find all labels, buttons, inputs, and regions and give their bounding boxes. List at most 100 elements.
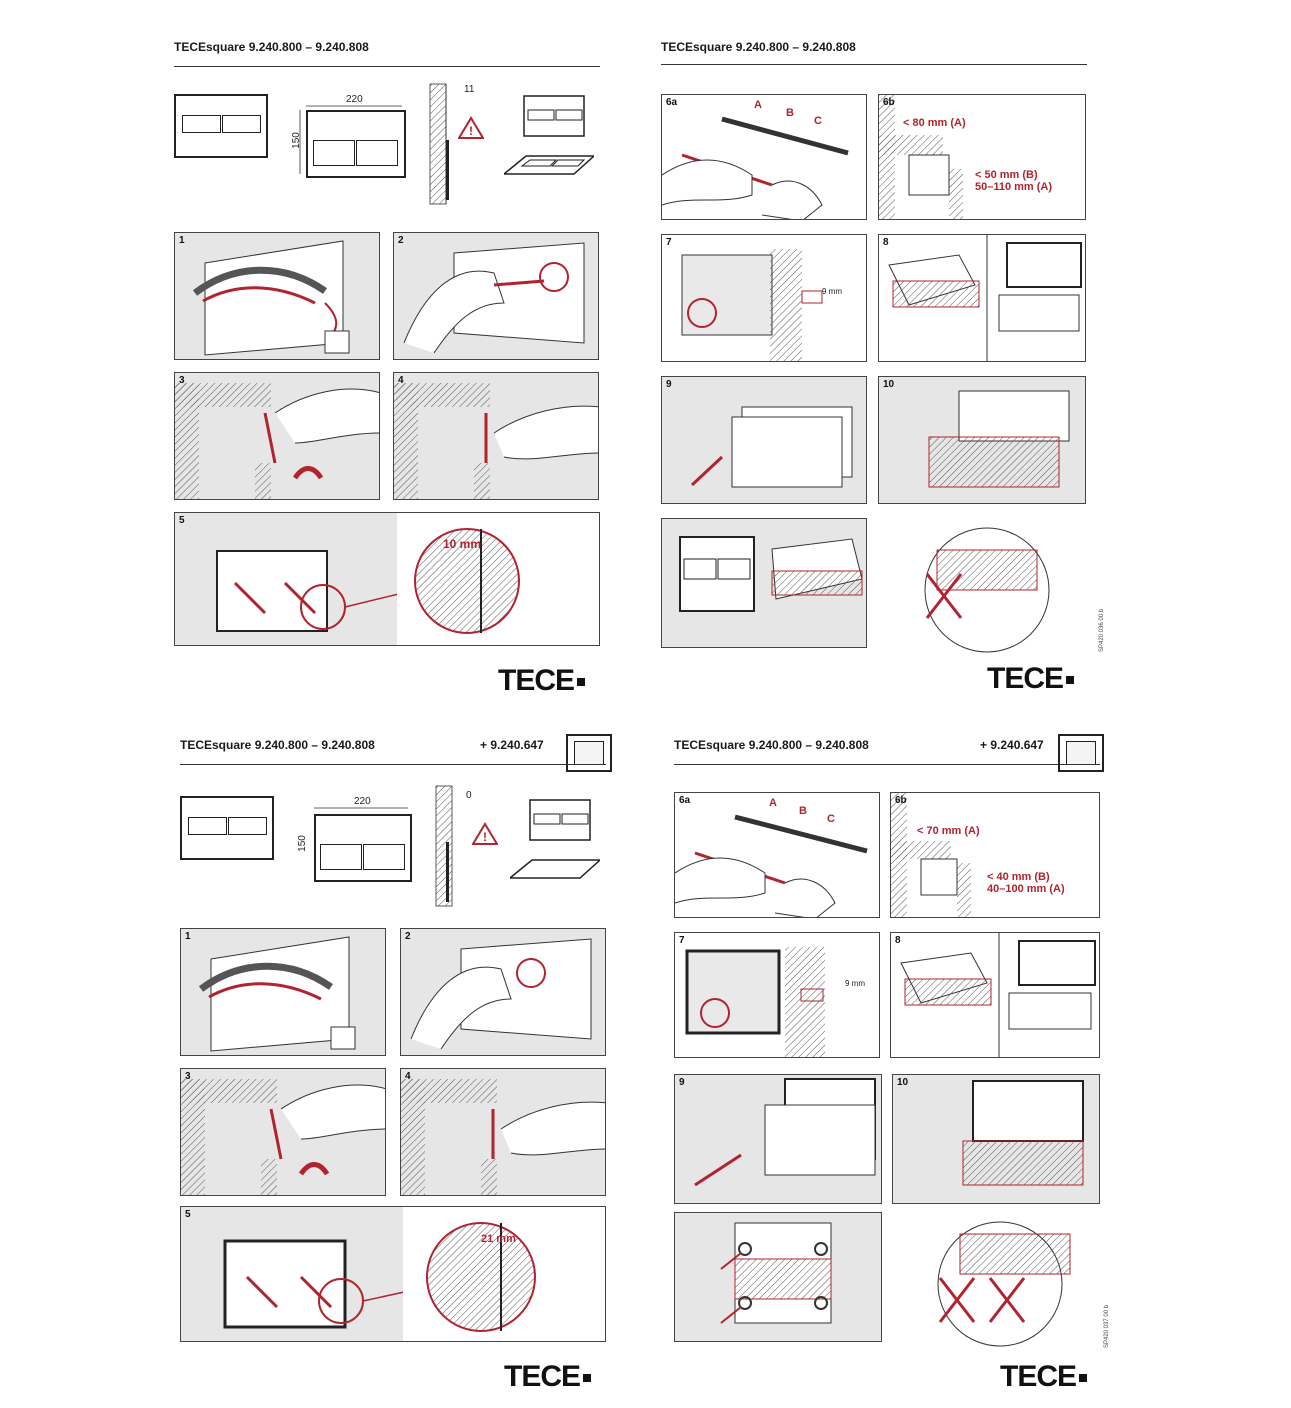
rail-label-c: C (814, 115, 822, 127)
svg-text:!: ! (483, 830, 487, 844)
step-panel-7: 7 9 mm (661, 234, 867, 362)
tece-logo: TECE (498, 664, 586, 698)
wrong-handling-magnifier (937, 1221, 1071, 1347)
step-number: 3 (185, 1071, 191, 1082)
step-panel-10: 10 (878, 376, 1086, 504)
gap-callout: 10 mm (443, 537, 482, 551)
step-panel-6a: 6a A B C (661, 94, 867, 220)
gap-label: 9 mm (822, 287, 842, 296)
step-number: 1 (179, 235, 185, 246)
step-number: 1 (185, 931, 191, 942)
max-depth-label-a: < 80 mm (A) (903, 117, 966, 129)
accessory-number: + 9.240.647 (980, 738, 1044, 752)
svg-text:!: ! (469, 124, 473, 138)
step-panel-1: 1 (174, 232, 380, 360)
warning-icon: ! (472, 822, 498, 845)
step-number: 8 (883, 237, 889, 248)
wrong-handling-magnifier (924, 527, 1050, 653)
rail-label-b: B (786, 107, 794, 119)
header-rule (180, 764, 606, 765)
warning-icon: ! (458, 116, 484, 139)
sheet-bottom-right: TECEsquare 9.240.800 – 9.240.808 + 9.240… (674, 734, 1110, 1398)
tece-logo: TECE (1000, 1360, 1088, 1394)
header-rule (674, 764, 1100, 765)
dimension-lines (299, 83, 449, 205)
sheet-header: TECEsquare 9.240.800 – 9.240.808 (674, 738, 869, 752)
step-panel-3: 3 (180, 1068, 386, 1196)
flush-plate-front (174, 94, 268, 158)
range-label-a: 40–100 mm (A) (987, 883, 1065, 895)
rail-label-c: C (827, 813, 835, 825)
dimension-lines (314, 785, 453, 907)
step-number: 5 (179, 515, 185, 526)
sheet-bottom-left: TECEsquare 9.240.800 – 9.240.808 + 9.240… (180, 734, 612, 1398)
document-code: SP420 036 00 b (1099, 608, 1105, 652)
sheet-header: TECEsquare 9.240.800 – 9.240.808 (174, 40, 369, 54)
step-number: 2 (398, 235, 404, 246)
dim-offset: 0 (466, 790, 472, 801)
step-panel-5: 5 10 mm (174, 512, 600, 646)
step-number: 3 (179, 375, 185, 386)
step-panel-final (674, 1212, 882, 1342)
tece-logo: TECE (504, 1360, 592, 1394)
dim-width: 220 (354, 796, 371, 807)
step-panel-6b: 6b < 70 mm (A) < 40 mm (B) 40–100 mm (A) (890, 792, 1100, 918)
plate-in-wall-illustration (504, 95, 594, 175)
install-frame-icon (566, 734, 612, 772)
step-number: 10 (897, 1077, 909, 1088)
max-depth-label-b: < 40 mm (B) (987, 871, 1050, 883)
step-number: 2 (405, 931, 411, 942)
install-frame-icon (1058, 734, 1104, 772)
sheet-top-right: TECEsquare 9.240.800 – 9.240.808 6a A B … (661, 40, 1105, 700)
plate-in-wall-illustration (510, 799, 600, 879)
range-label-a: 50–110 mm (A) (975, 181, 1053, 193)
step-panel-2: 2 (400, 928, 606, 1056)
step-number: 7 (679, 935, 685, 946)
step-panel-6a: 6a A B C (674, 792, 880, 918)
step-panel-3: 3 (174, 372, 380, 500)
step-panel-7: 7 9 mm (674, 932, 880, 1058)
step-number: 8 (895, 935, 901, 946)
step-panel-8: 8 (890, 932, 1100, 1058)
header-rule (174, 66, 600, 67)
header-rule (661, 64, 1087, 65)
document-code: SP420 037 00 b (1104, 1304, 1110, 1348)
step-number: 6a (679, 795, 691, 806)
step-panel-final (661, 518, 867, 648)
step-panel-6b: 6b < 80 mm (A) < 50 mm (B) 50–110 mm (A) (878, 94, 1086, 220)
step-panel-9: 9 (661, 376, 867, 504)
flush-plate-dimensioned (314, 814, 412, 882)
step-panel-5: 5 21 mm (180, 1206, 606, 1342)
tece-logo: TECE (987, 662, 1075, 696)
gap-label: 9 mm (845, 979, 865, 988)
flush-plate-front (180, 796, 274, 860)
step-panel-4: 4 (400, 1068, 606, 1196)
step-number: 4 (398, 375, 404, 386)
step-number: 9 (679, 1077, 685, 1088)
step-number: 9 (666, 379, 672, 390)
step-number: 7 (666, 237, 672, 248)
step-number: 6b (883, 97, 895, 108)
sheet-top-left: TECEsquare 9.240.800 – 9.240.808 220 150… (174, 40, 600, 700)
accessory-number: + 9.240.647 (480, 738, 544, 752)
step-number: 10 (883, 379, 895, 390)
step-number: 6b (895, 795, 907, 806)
dim-width: 220 (346, 94, 363, 105)
step-panel-8: 8 (878, 234, 1086, 362)
step-panel-10: 10 (892, 1074, 1100, 1204)
sheet-header: TECEsquare 9.240.800 – 9.240.808 (661, 40, 856, 54)
sheet-header: TECEsquare 9.240.800 – 9.240.808 (180, 738, 375, 752)
step-number: 4 (405, 1071, 411, 1082)
step-panel-1: 1 (180, 928, 386, 1056)
step-number: 6a (666, 97, 678, 108)
flush-plate-dimensioned (306, 110, 406, 178)
step-panel-2: 2 (393, 232, 599, 360)
dim-offset: 11 (464, 84, 475, 95)
rail-label-b: B (799, 805, 807, 817)
rail-label-a: A (754, 99, 762, 111)
max-depth-label-a: < 70 mm (A) (917, 825, 980, 837)
step-panel-9: 9 (674, 1074, 882, 1204)
max-depth-label-b: < 50 mm (B) (975, 169, 1038, 181)
step-number: 5 (185, 1209, 191, 1220)
rail-label-a: A (769, 797, 777, 809)
